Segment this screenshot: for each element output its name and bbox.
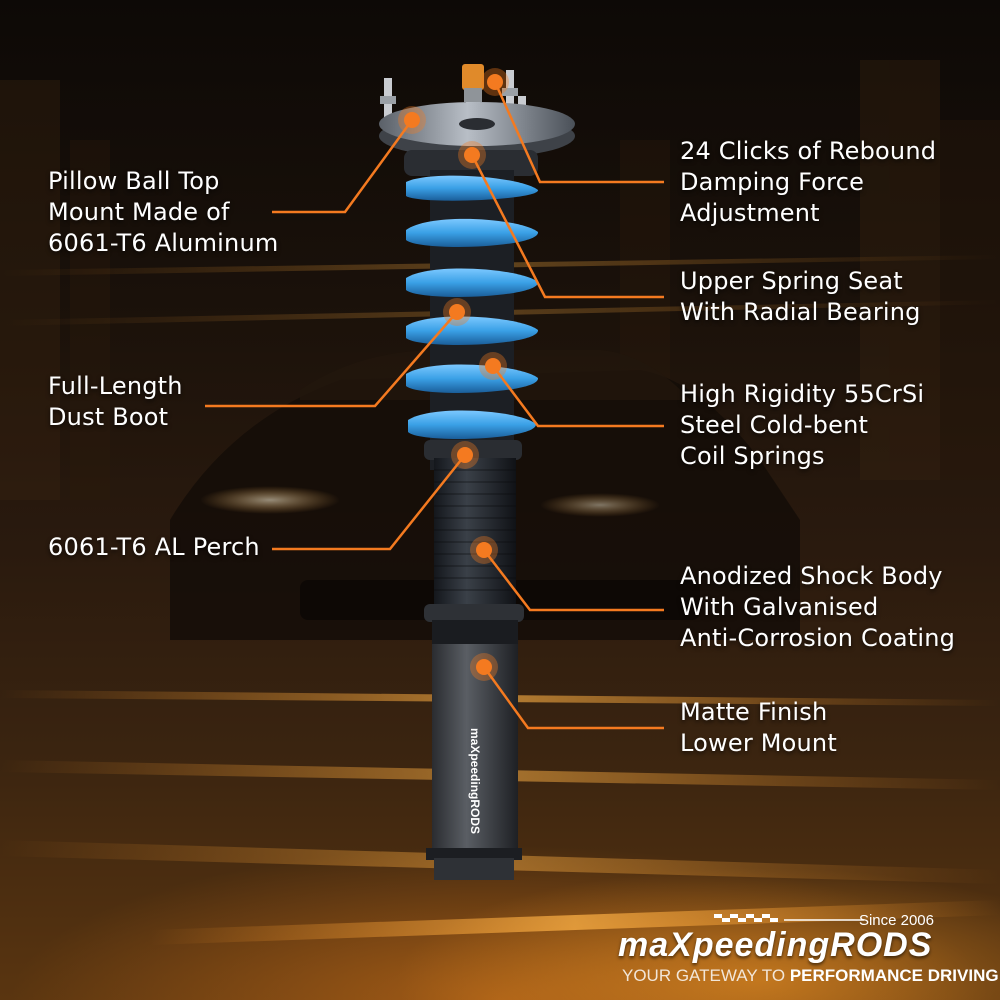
- callout-line: Coil Springs: [680, 442, 825, 470]
- callout-shock-body: Anodized Shock Body With Galvanised Anti…: [680, 561, 955, 654]
- callout-line: Lower Mount: [680, 729, 837, 757]
- callout-line: Dust Boot: [48, 403, 169, 431]
- callout-line: 6061-T6 AL Perch: [48, 533, 260, 561]
- leader-rebound: [493, 81, 664, 184]
- logo-since: Since 2006: [858, 912, 934, 929]
- callout-pillow-ball-top-mount: Pillow Ball Top Mount Made of 6061-T6 Al…: [48, 166, 278, 259]
- callout-line: High Rigidity 55CrSi: [680, 380, 925, 408]
- marker-shock-body: [470, 536, 498, 564]
- logo-brand: maXpeedingRODS: [618, 926, 933, 964]
- tagline-end: PERFORMANCE DRIVING: [789, 966, 999, 985]
- callout-lower-mount: Matte Finish Lower Mount: [680, 697, 837, 759]
- logo-tagline: YOUR GATEWAY TO PERFORMANCE DRIVING: [622, 966, 999, 986]
- callout-rebound-damping: 24 Clicks of Rebound Damping Force Adjus…: [680, 136, 936, 229]
- leader-coil-springs: [492, 365, 664, 428]
- leader-upper-seat: [470, 154, 664, 299]
- lower-mount: [426, 644, 522, 880]
- callout-dust-boot: Full-Length Dust Boot: [48, 371, 183, 433]
- leader-perch: [272, 454, 466, 551]
- leader-lower-mount: [482, 666, 664, 730]
- marker-pillow-ball: [398, 106, 426, 134]
- coil-spring: [406, 175, 539, 439]
- callout-line: Matte Finish: [680, 698, 828, 726]
- callout-line: Anodized Shock Body: [680, 562, 943, 590]
- marker-coil-springs: [479, 352, 507, 380]
- marker-lower-mount: [470, 653, 498, 681]
- upper-spring-seat: [404, 150, 538, 176]
- callout-al-perch: 6061-T6 AL Perch: [48, 532, 260, 563]
- leader-shock-body: [483, 549, 664, 612]
- brand-logo: Since 2006 maXpeedingRODS YOUR GATEWAY T…: [618, 912, 999, 990]
- marker-upper-seat: [458, 141, 486, 169]
- marker-perch: [451, 441, 479, 469]
- callout-line: 24 Clicks of Rebound: [680, 137, 937, 165]
- callout-line: Pillow Ball Top: [48, 167, 220, 195]
- callout-line: Adjustment: [680, 199, 820, 227]
- callout-line: With Radial Bearing: [680, 298, 921, 326]
- callout-line: Upper Spring Seat: [680, 267, 903, 295]
- callout-line: With Galvanised: [680, 593, 879, 621]
- callout-line: Anti-Corrosion Coating: [680, 624, 956, 652]
- shock-body: [424, 458, 524, 646]
- callout-markers: [398, 68, 509, 681]
- callout-line: Steel Cold-bent: [680, 411, 869, 439]
- tagline-start: YOUR GATEWAY TO: [622, 966, 786, 985]
- al-perch: [424, 440, 522, 460]
- callout-line: Mount Made of: [48, 198, 230, 226]
- callout-upper-spring-seat: Upper Spring Seat With Radial Bearing: [680, 266, 921, 328]
- leader-dust-boot: [205, 311, 458, 408]
- product-marking: maXpeedingRODS: [468, 728, 482, 834]
- callout-line: 6061-T6 Aluminum: [48, 229, 279, 257]
- top-mount-plate: [379, 102, 575, 158]
- marker-rebound: [481, 68, 509, 96]
- leader-pillow-ball: [272, 119, 414, 214]
- callout-coil-springs: High Rigidity 55CrSi Steel Cold-bent Coi…: [680, 379, 924, 472]
- marker-dust-boot: [443, 298, 471, 326]
- checkered-flag-icon: [714, 914, 864, 922]
- callout-line: Damping Force: [680, 168, 865, 196]
- callout-line: Full-Length: [48, 372, 183, 400]
